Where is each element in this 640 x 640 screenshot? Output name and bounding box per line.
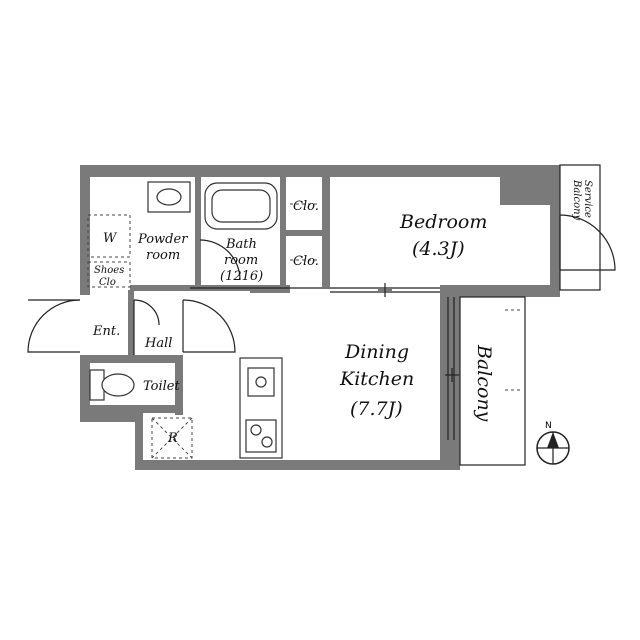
washer-space	[87, 214, 131, 258]
exterior-walls	[80, 165, 560, 470]
bedroom-label: Bedroom	[399, 211, 487, 233]
fixtures	[87, 164, 601, 466]
service-label: Service	[582, 180, 593, 218]
compass-north-label: N	[545, 421, 552, 431]
powder-label: Powder	[137, 232, 188, 247]
windows	[190, 287, 455, 440]
bath-size: (1216)	[220, 269, 263, 284]
bath-room-label: room	[224, 253, 258, 268]
room-labels: Bedroom (4.3J) Dining Kitchen (7.7J) Pow…	[92, 179, 593, 446]
closet-bottom-label: Clo.	[293, 254, 319, 269]
toilet-label: Toilet	[143, 379, 180, 394]
dining-label: Dining	[344, 341, 409, 363]
compass: N	[536, 421, 570, 465]
service-balcony-label: Balcony	[571, 179, 582, 221]
shoes-clo-label: Clo	[99, 277, 116, 288]
balcony-outline	[459, 296, 526, 466]
shoes-label: Shoes	[94, 265, 124, 276]
hall-label: Hall	[144, 336, 172, 351]
entrance-label: Ent.	[92, 324, 120, 339]
service-balcony-outline	[559, 164, 601, 291]
bath-label: Bath	[225, 237, 257, 252]
refrigerator-space	[151, 417, 193, 459]
doors	[27, 214, 616, 355]
refrigerator-label: R	[167, 431, 178, 446]
stove	[245, 419, 277, 453]
closet-top-label: Clo.	[293, 199, 319, 214]
kitchen-label: Kitchen	[339, 368, 414, 390]
balcony-label: Balcony	[473, 344, 495, 422]
washer-label: W	[103, 231, 118, 246]
bedroom-size: (4.3J)	[412, 238, 465, 260]
powder-room-label: room	[146, 248, 180, 263]
dining-size: (7.7J)	[350, 398, 403, 420]
